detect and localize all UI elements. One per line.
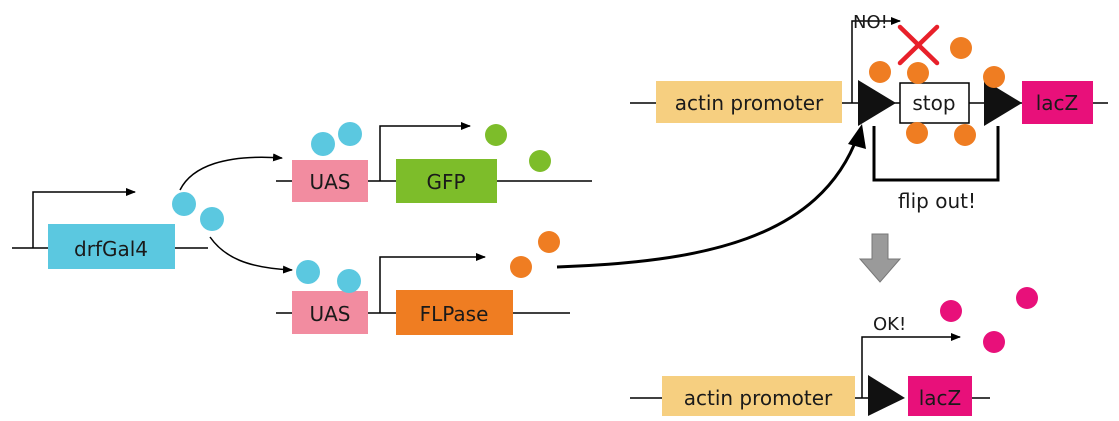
actin-stop-lacz-construct: actin promoter stop lacZ NO! flip out!: [630, 12, 1108, 213]
gal4-binding-arrow-bottom: [209, 236, 293, 274]
blocked-transcription-arrow: [851, 17, 901, 103]
lacz-box-bottom: [908, 376, 972, 416]
gal4-protein-dot: [337, 269, 361, 293]
lacz-box-top: [1022, 81, 1093, 124]
gal4-protein-dot: [296, 260, 320, 284]
ok-label: OK!: [873, 314, 906, 335]
down-arrow-icon: [858, 233, 902, 283]
flpase-label: FLPase: [420, 302, 489, 326]
flpase-protein-dot: [906, 122, 928, 144]
flpase-protein-dot: [869, 61, 891, 83]
lacz-protein-dot: [1016, 287, 1038, 309]
flpase-protein-dot: [983, 66, 1005, 88]
lacz-label-bottom: lacZ: [919, 386, 962, 410]
actin-promoter-label-bottom: actin promoter: [684, 386, 833, 410]
frt-site-triangle: [858, 80, 896, 126]
flpase-action-arrowhead: [848, 124, 866, 149]
uas-box-top: [292, 160, 368, 202]
transcription-start-arrow: [32, 188, 136, 248]
drfgal4-label: drfGal4: [74, 237, 148, 261]
uas-box-bottom: [292, 291, 368, 334]
actin-promoter-box-bottom: [662, 376, 855, 416]
actin-lacz-construct: actin promoter lacZ OK!: [630, 314, 990, 416]
gal4-protein-dot: [338, 122, 362, 146]
gfp-protein-dot: [529, 150, 551, 172]
flip-out-bracket: [872, 126, 1000, 182]
frt-site-triangle: [868, 375, 905, 416]
lacz-protein-dot: [940, 300, 962, 322]
uas-gfp-construct: UAS GFP: [276, 122, 592, 203]
gal4-protein-dot: [172, 192, 196, 216]
gal4-binding-arrow-top: [179, 153, 283, 191]
stop-label: stop: [912, 91, 955, 115]
no-cross-icon: [897, 24, 940, 66]
uas-label-bottom: UAS: [309, 302, 350, 326]
flpase-protein-dot: [907, 62, 929, 84]
frt-site-triangle: [984, 80, 1022, 126]
transcription-start-arrow: [379, 253, 486, 313]
flpase-protein-dot: [954, 124, 976, 146]
no-label: NO!: [853, 12, 888, 33]
drfgal4-construct: drfGal4: [12, 188, 208, 269]
gal4-protein-dot: [311, 132, 335, 156]
actin-promoter-label-top: actin promoter: [675, 91, 824, 115]
lacz-label-top: lacZ: [1036, 91, 1079, 115]
transcription-start-arrow: [861, 333, 961, 398]
uas-flpase-construct: UAS FLPase: [276, 253, 570, 335]
gfp-protein-dot: [485, 124, 507, 146]
stop-box: [899, 82, 970, 124]
drfgal4-box: [48, 224, 175, 269]
flpase-protein-dot: [538, 231, 560, 253]
flpase-protein-dot: [510, 256, 532, 278]
flip-out-label: flip out!: [898, 189, 976, 213]
flpase-box: [396, 290, 513, 335]
gal4-protein-dot: [200, 207, 224, 231]
gfp-box: [396, 159, 497, 203]
transcription-start-arrow: [379, 122, 471, 181]
flpase-protein-dot: [950, 37, 972, 59]
gfp-label: GFP: [426, 170, 465, 194]
flpase-action-arrow: [556, 134, 860, 269]
lacz-protein-dot: [983, 331, 1005, 353]
actin-promoter-box-top: [656, 81, 842, 123]
uas-label-top: UAS: [309, 170, 350, 194]
